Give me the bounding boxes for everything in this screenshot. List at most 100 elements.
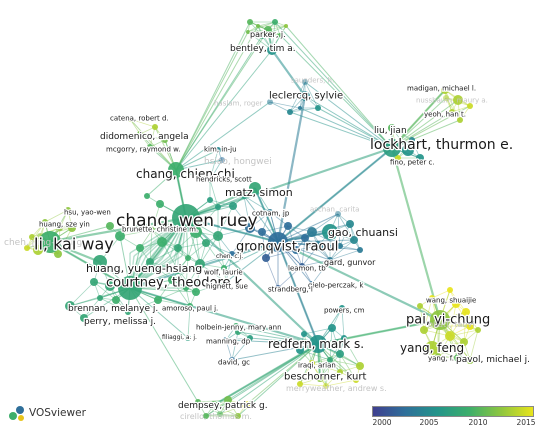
author-node-unlabeled[interactable]: [168, 276, 176, 284]
author-label[interactable]: pavol, michael j.: [455, 354, 531, 367]
author-node-unlabeled[interactable]: [207, 197, 213, 203]
author-label[interactable]: hsu, yao-wen: [63, 207, 112, 218]
author-node-unlabeled[interactable]: [157, 237, 167, 247]
author-node[interactable]: [429, 295, 435, 301]
author-node[interactable]: [221, 265, 227, 271]
author-label[interactable]: hignett, sue: [205, 281, 249, 292]
author-label[interactable]: hendricks, scott: [195, 174, 253, 185]
author-node-unlabeled[interactable]: [213, 231, 223, 241]
author-node[interactable]: [42, 219, 48, 225]
author-node-unlabeled[interactable]: [247, 335, 253, 341]
author-node-unlabeled[interactable]: [247, 19, 253, 25]
author-node-unlabeled[interactable]: [337, 369, 343, 375]
author-node[interactable]: [187, 303, 193, 309]
author-node-unlabeled[interactable]: [346, 220, 354, 228]
author-node-unlabeled[interactable]: [90, 278, 98, 286]
author-node[interactable]: [454, 354, 462, 362]
author-label[interactable]: holbein-jenny, mary ann: [195, 322, 283, 333]
author-label[interactable]: filiaggi, a. j.: [161, 333, 199, 343]
author-label[interactable]: brunette, christine m.: [121, 224, 200, 235]
author-label[interactable]: beschorner, kurt: [283, 370, 368, 384]
author-node[interactable]: [65, 207, 71, 213]
author-node-unlabeled[interactable]: [235, 329, 241, 335]
author-label[interactable]: li, kai way: [33, 233, 115, 255]
author-node-unlabeled[interactable]: [287, 109, 293, 115]
author-label[interactable]: haslam, roger: [214, 99, 263, 107]
author-label[interactable]: perry, melissa j.: [83, 316, 157, 329]
author-label[interactable]: gao, chuansi: [327, 225, 399, 241]
author-node-unlabeled[interactable]: [235, 413, 241, 419]
author-node-unlabeled[interactable]: [336, 350, 344, 358]
author-node[interactable]: [309, 281, 315, 287]
author-node-unlabeled[interactable]: [262, 254, 270, 262]
author-label[interactable]: liu, jian: [373, 125, 408, 138]
author-node[interactable]: [316, 374, 324, 382]
author-label[interactable]: aschan, carita: [310, 205, 359, 213]
author-label[interactable]: saunders, h.: [291, 76, 334, 84]
author-node-unlabeled[interactable]: [156, 200, 164, 208]
author-node[interactable]: [441, 86, 449, 94]
author-node-unlabeled[interactable]: [460, 338, 468, 346]
author-node[interactable]: [267, 209, 273, 215]
author-node[interactable]: [268, 232, 288, 252]
author-node[interactable]: [425, 341, 439, 355]
author-node-unlabeled[interactable]: [356, 362, 364, 370]
author-node[interactable]: [395, 155, 401, 161]
author-label[interactable]: lockhart, thurmon e.: [369, 136, 515, 155]
author-node-unlabeled[interactable]: [246, 30, 250, 34]
author-node-unlabeled[interactable]: [105, 281, 115, 291]
author-node-unlabeled[interactable]: [462, 308, 470, 316]
author-node[interactable]: [300, 91, 310, 101]
author-node[interactable]: [249, 182, 261, 194]
author-node[interactable]: [309, 335, 327, 353]
author-node-unlabeled[interactable]: [467, 103, 473, 109]
author-node[interactable]: [299, 263, 305, 269]
author-node[interactable]: [327, 257, 333, 263]
author-label[interactable]: iraqi, arian: [297, 360, 337, 371]
author-node-unlabeled[interactable]: [259, 33, 265, 39]
author-node-unlabeled[interactable]: [307, 227, 317, 237]
author-node-unlabeled[interactable]: [420, 326, 428, 334]
author-label[interactable]: merryweather, andrew s.: [286, 384, 387, 393]
author-label[interactable]: cheh, jung-chung: [4, 238, 82, 248]
author-label[interactable]: yang, feng: [399, 340, 466, 357]
author-label[interactable]: dempsey, patrick g.: [177, 400, 269, 413]
author-node-unlabeled[interactable]: [241, 193, 247, 199]
author-node[interactable]: [383, 139, 401, 157]
author-node-unlabeled[interactable]: [296, 346, 304, 354]
author-label[interactable]: didomenico, angela: [99, 131, 190, 144]
author-node-unlabeled[interactable]: [301, 234, 309, 242]
author-node[interactable]: [322, 224, 338, 240]
author-node-unlabeled[interactable]: [353, 377, 359, 383]
author-node[interactable]: [233, 323, 239, 329]
author-node-unlabeled[interactable]: [136, 244, 144, 252]
author-node-unlabeled[interactable]: [144, 193, 150, 199]
author-node-unlabeled[interactable]: [192, 288, 200, 296]
author-node[interactable]: [267, 45, 277, 55]
author-label[interactable]: catena, robert d.: [109, 113, 170, 124]
author-label[interactable]: amoroso, paul j.: [161, 303, 220, 314]
author-node-unlabeled[interactable]: [224, 396, 232, 404]
author-node-unlabeled[interactable]: [466, 356, 474, 364]
author-node-unlabeled[interactable]: [447, 287, 453, 293]
author-node-unlabeled[interactable]: [29, 234, 35, 240]
author-node[interactable]: [267, 99, 273, 105]
author-node-unlabeled[interactable]: [57, 225, 63, 231]
author-node-unlabeled[interactable]: [315, 105, 321, 111]
author-node-unlabeled[interactable]: [195, 259, 205, 269]
author-node-unlabeled[interactable]: [256, 24, 260, 28]
author-node[interactable]: [210, 401, 218, 409]
author-node[interactable]: [223, 337, 229, 343]
author-label[interactable]: manning, dp: [205, 336, 252, 347]
author-node[interactable]: [65, 301, 75, 311]
author-node-unlabeled[interactable]: [278, 33, 282, 37]
author-node-unlabeled[interactable]: [54, 250, 62, 258]
author-label[interactable]: bentley, tim a.: [229, 43, 297, 56]
author-node[interactable]: [207, 177, 213, 183]
author-node-unlabeled[interactable]: [452, 300, 460, 308]
author-node[interactable]: [39, 231, 61, 253]
author-node-unlabeled[interactable]: [245, 223, 255, 233]
author-node[interactable]: [388, 124, 396, 132]
author-node-unlabeled[interactable]: [195, 399, 201, 405]
author-node-unlabeled[interactable]: [327, 357, 333, 363]
